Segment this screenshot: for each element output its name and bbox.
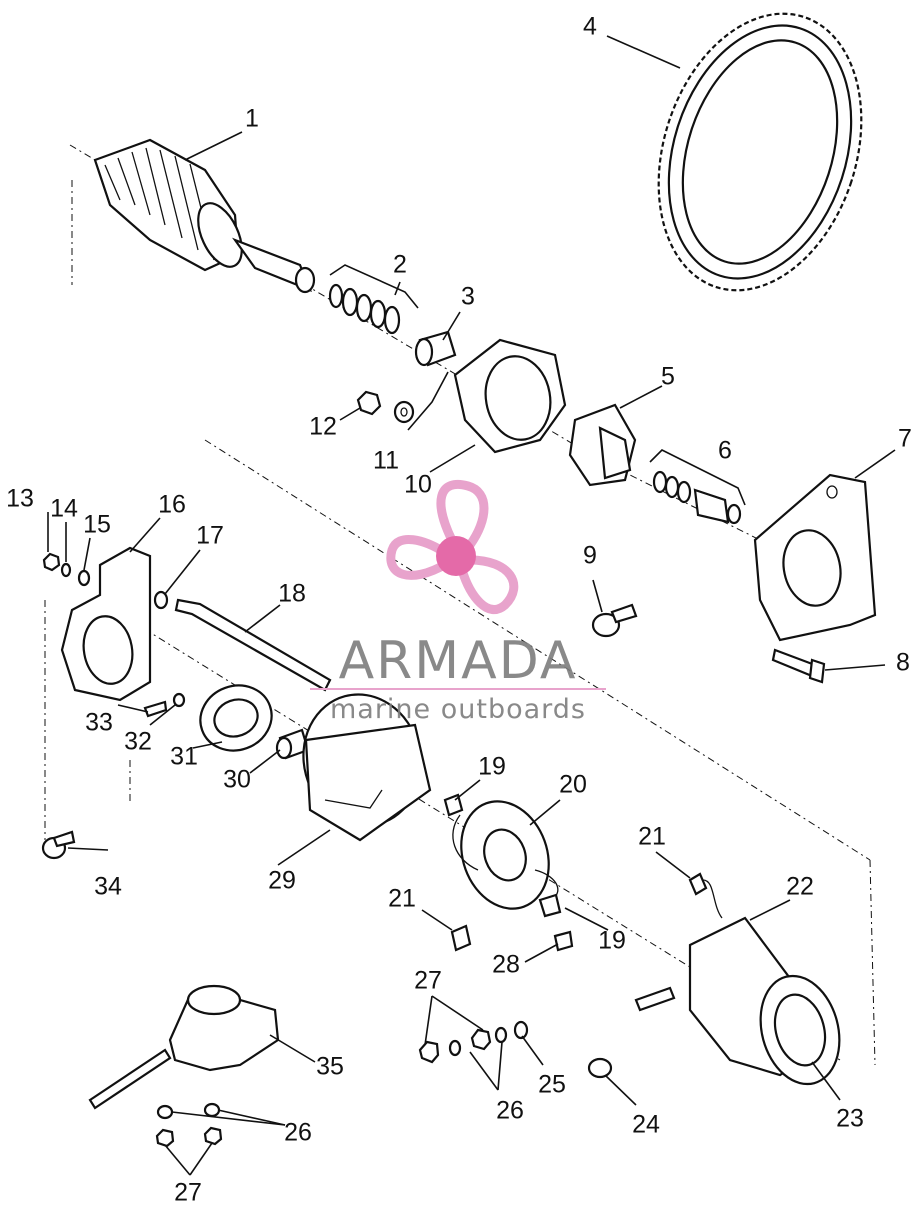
solenoid-part — [88, 984, 280, 1148]
callout: 31 — [170, 743, 198, 771]
callout: 19 — [478, 753, 506, 781]
callout: 32 — [124, 728, 152, 756]
callout: 26 — [284, 1119, 312, 1147]
frame-screw-part — [587, 1057, 613, 1079]
callout: 27 — [174, 1179, 202, 1205]
propeller-hub-icon — [436, 536, 476, 576]
callout: 34 — [94, 873, 122, 901]
stud-part — [41, 830, 76, 860]
callout: 10 — [404, 471, 432, 499]
mounting-bracket-part — [753, 473, 877, 642]
thru-bolt-part — [174, 598, 332, 692]
nose-housing-part — [453, 338, 567, 454]
callout: 11 — [373, 447, 399, 475]
callout: 21 — [388, 885, 416, 913]
cover-screw-part — [143, 692, 186, 718]
armature-part — [93, 138, 316, 294]
propeller-icon — [386, 480, 519, 615]
brush-cover-part — [199, 684, 273, 752]
callout: 20 — [559, 771, 587, 799]
leader-lines — [47, 35, 896, 1176]
watermark-tagline: marine outboards — [330, 694, 586, 725]
callout: 8 — [896, 649, 910, 677]
callout: 35 — [316, 1053, 344, 1081]
callout: 33 — [85, 709, 113, 737]
callout: 28 — [492, 951, 520, 979]
watermark-brand: ARMADA — [339, 631, 578, 691]
thru-bolt-washer-part — [153, 590, 169, 610]
spring-part — [328, 264, 419, 335]
bushing-part — [414, 330, 457, 367]
callout: 24 — [632, 1111, 660, 1139]
callout: 22 — [786, 873, 814, 901]
callout: 19 — [598, 927, 626, 955]
callout: 7 — [898, 425, 912, 453]
callout-labels: 1 2 3 4 5 6 7 8 9 10 11 12 13 14 15 16 1… — [6, 13, 912, 1205]
washer-part — [393, 400, 415, 424]
callout: 18 — [278, 580, 306, 608]
callout: 21 — [638, 823, 666, 851]
callout: 15 — [83, 511, 111, 539]
bolt-part — [771, 648, 826, 684]
callout: 29 — [268, 867, 296, 895]
callout: 27 — [414, 967, 442, 995]
end-bushing-part — [275, 728, 310, 760]
callout: 2 — [393, 251, 407, 279]
callout: 30 — [223, 766, 251, 794]
frame-shell-part — [302, 693, 432, 842]
screw-part — [591, 603, 638, 638]
callout: 9 — [583, 542, 597, 570]
end-plate-part — [60, 546, 152, 702]
callout: 13 — [6, 485, 34, 513]
drive-pinion-part — [568, 403, 637, 487]
callout: 26 — [496, 1097, 524, 1125]
callout: 5 — [661, 363, 675, 391]
callout: 14 — [50, 495, 78, 523]
callout: 17 — [196, 522, 224, 550]
ring-gear-part — [657, 12, 863, 292]
small-hardware-part — [42, 552, 91, 587]
callout: 6 — [718, 437, 732, 465]
terminal-hardware-part — [418, 1020, 529, 1064]
callout: 23 — [836, 1105, 864, 1133]
nut-part — [356, 390, 382, 416]
callout: 1 — [245, 105, 259, 133]
field-frame-part — [634, 872, 841, 1086]
callout: 25 — [538, 1071, 566, 1099]
callout: 4 — [583, 13, 597, 41]
brush-holder-part — [443, 793, 574, 952]
callout: 3 — [461, 283, 475, 311]
callout: 12 — [309, 413, 337, 441]
drive-spring-part — [649, 449, 746, 525]
armada-logo — [386, 480, 519, 615]
callout: 16 — [158, 491, 186, 519]
